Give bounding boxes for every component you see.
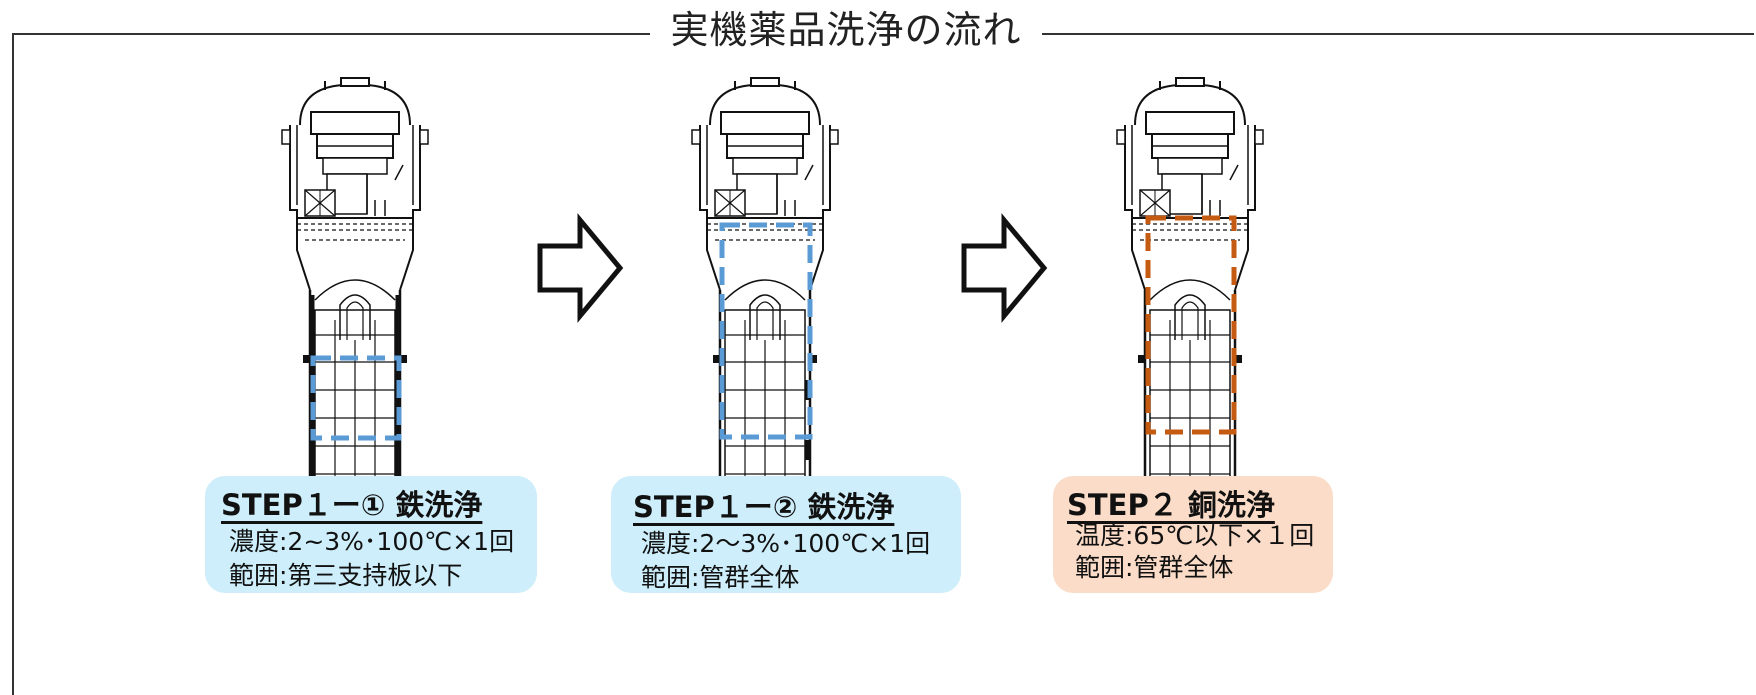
- step-concentration: 濃度:2~3%･100℃×1回: [229, 527, 515, 556]
- step-concentration: 濃度:2～3%･100℃×1回: [641, 529, 931, 558]
- step-title: STEP１ー② 鉄洗浄: [633, 490, 895, 524]
- step-range: 範囲:管群全体: [641, 563, 800, 592]
- highlight-region-step1-2: [719, 222, 813, 440]
- right-arrow-outline-icon: [540, 220, 620, 316]
- highlight-region-step1-1: [310, 355, 402, 441]
- step-box-3: STEP２ 銅洗浄 温度:65℃以下×１回 範囲:管群全体: [1053, 476, 1333, 593]
- step-box-1: STEP１ー① 鉄洗浄 濃度:2~3%･100℃×1回 範囲:第三支持板以下: [205, 476, 537, 593]
- right-arrow-outline-icon: [964, 220, 1044, 316]
- diagram-title: 実機薬品洗浄の流れ: [650, 0, 1042, 60]
- step-title: STEP１ー① 鉄洗浄: [221, 488, 483, 522]
- step-box-2: STEP１ー② 鉄洗浄 濃度:2～3%･100℃×1回 範囲:管群全体: [611, 476, 961, 593]
- title-wrap: 実機薬品洗浄の流れ: [0, 0, 1756, 60]
- step-range: 範囲:管群全体: [1075, 553, 1234, 582]
- step-range: 範囲:第三支持板以下: [229, 561, 463, 590]
- step-temperature: 温度:65℃以下×１回: [1075, 521, 1315, 550]
- step-title: STEP２ 銅洗浄: [1067, 488, 1275, 522]
- highlight-region-step2: [1145, 215, 1237, 435]
